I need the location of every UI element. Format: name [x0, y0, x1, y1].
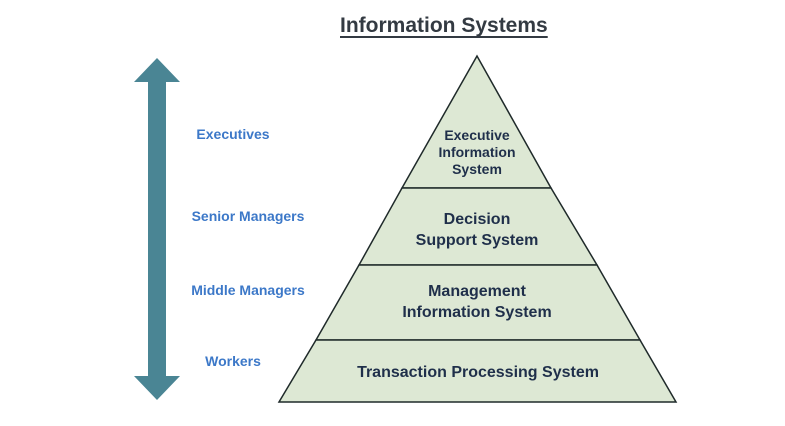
tier-label-executive: Executive Information System	[438, 127, 516, 177]
diagram-title: Information Systems	[340, 14, 548, 37]
role-label-executives: Executives	[196, 126, 270, 142]
tier-label-management-information: Management Information System	[402, 283, 552, 321]
tier-transaction-processing	[277, 339, 678, 403]
role-label-middle-managers: Middle Managers	[191, 282, 305, 298]
double-arrow-icon	[134, 58, 180, 400]
tier-label-transaction-processing: Transaction Processing System	[357, 364, 599, 381]
role-label-senior-managers: Senior Managers	[191, 208, 305, 224]
role-label-workers: Workers	[205, 353, 261, 369]
tier-label-decision-support: Decision Support System	[415, 211, 539, 249]
